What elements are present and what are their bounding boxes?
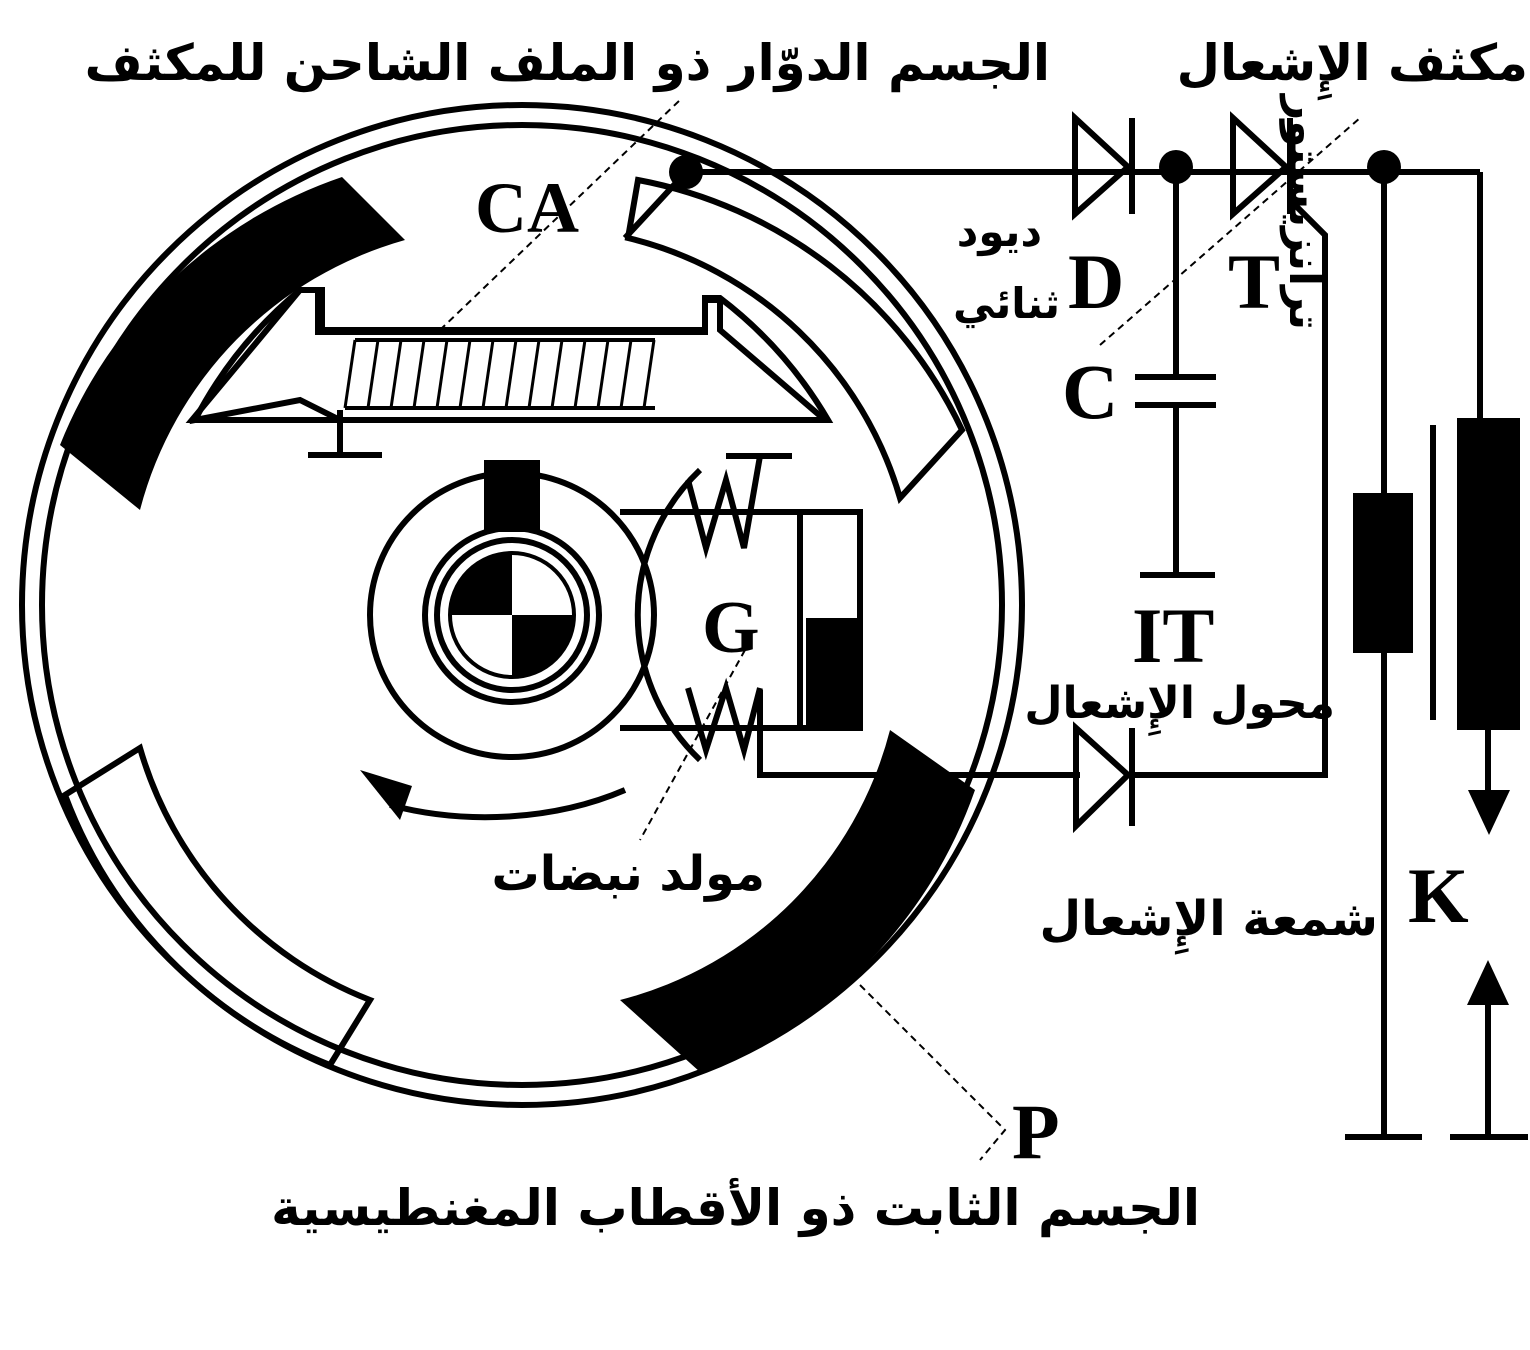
ignition-transformer xyxy=(1353,418,1520,730)
diode-d xyxy=(1072,111,1135,221)
diode-pulse xyxy=(1073,721,1135,834)
label-thyristor: ترانزيستور xyxy=(1279,93,1330,330)
label-ignition-capacitor: مكثف الإِشعال xyxy=(1177,34,1528,100)
label-rotor: الجسم الدوّار ذو الملف الشاحن للمكثف xyxy=(85,34,1050,93)
thyristor-triangle xyxy=(1230,111,1291,221)
label-stator: الجسم الثابت ذو الأقطاب المغنطيسية xyxy=(271,1177,1200,1238)
label-c: C xyxy=(1062,348,1118,435)
label-diode-line1: ديود xyxy=(957,207,1042,257)
diode-pulse-triangle xyxy=(1073,721,1133,834)
rotor-hub xyxy=(360,460,657,821)
magnet-poles xyxy=(60,176,975,1072)
arabic-labels: الجسم الدوّار ذو الملف الشاحن للمكثف مكث… xyxy=(85,34,1528,1238)
coil-core-body xyxy=(189,287,834,425)
spark-arrow-up xyxy=(1467,960,1509,1005)
pulse-generator xyxy=(620,453,1080,778)
pulse-coil-upper xyxy=(685,453,792,560)
label-t: T xyxy=(1228,238,1280,325)
transformer-secondary-coil xyxy=(1457,418,1520,730)
label-d: D xyxy=(1068,238,1124,325)
leader-lines xyxy=(439,99,1361,1161)
pulse-coil-lower xyxy=(685,677,763,762)
stator-outer-ring xyxy=(19,102,1025,1108)
pulse-lead xyxy=(757,690,1080,778)
label-k: K xyxy=(1408,852,1469,939)
magnet-pole-bottom-right xyxy=(620,730,975,1072)
symbol-letters: CA D T C IT G K P xyxy=(475,168,1469,1175)
transformer-primary-coil xyxy=(1353,493,1413,653)
gate-wire xyxy=(1135,197,1328,778)
stator xyxy=(19,102,1025,1108)
thyristor-t xyxy=(1230,111,1293,221)
magnet-pole-top-left xyxy=(60,177,405,510)
magnet-pole-bottom-left xyxy=(61,743,375,1069)
label-p: P xyxy=(1012,1088,1060,1175)
label-spark-plug: شمعة الإِشعال xyxy=(1040,891,1378,955)
label-ignition-transformer: محول الإِشعال xyxy=(1024,678,1335,737)
rotation-arc xyxy=(389,787,627,821)
label-pulse-generator: مولد نبضات xyxy=(492,846,765,902)
pulse-generator-magnet xyxy=(806,618,858,726)
leader-capacitor xyxy=(1099,117,1361,346)
stator-inner-ring xyxy=(39,122,1005,1088)
leader-pulse-generator xyxy=(639,649,746,841)
pulse-generator-core xyxy=(797,509,863,731)
junction-ca xyxy=(669,155,703,189)
label-it: IT xyxy=(1132,592,1214,679)
pulse-generator-arc xyxy=(634,467,703,763)
shaft-quadrant-a xyxy=(450,553,512,615)
label-g: G xyxy=(702,587,760,669)
coil-windings xyxy=(343,338,656,410)
hub-inner-ring xyxy=(434,537,590,693)
capacitor-c xyxy=(1135,374,1216,408)
rotation-arrowhead xyxy=(360,770,412,820)
shaft-quadrant-b xyxy=(512,615,574,677)
charging-coil xyxy=(185,169,834,458)
hub-cam-lobe xyxy=(484,460,540,532)
label-diode-line2: ثنائي xyxy=(953,279,1060,329)
leader-rotor xyxy=(439,99,681,331)
label-ca: CA xyxy=(475,168,579,248)
diode-d-triangle xyxy=(1072,111,1133,221)
spark-arrow-down xyxy=(1468,790,1510,835)
magnet-pole-top-right xyxy=(624,176,966,504)
leader-stator xyxy=(859,984,1007,1161)
